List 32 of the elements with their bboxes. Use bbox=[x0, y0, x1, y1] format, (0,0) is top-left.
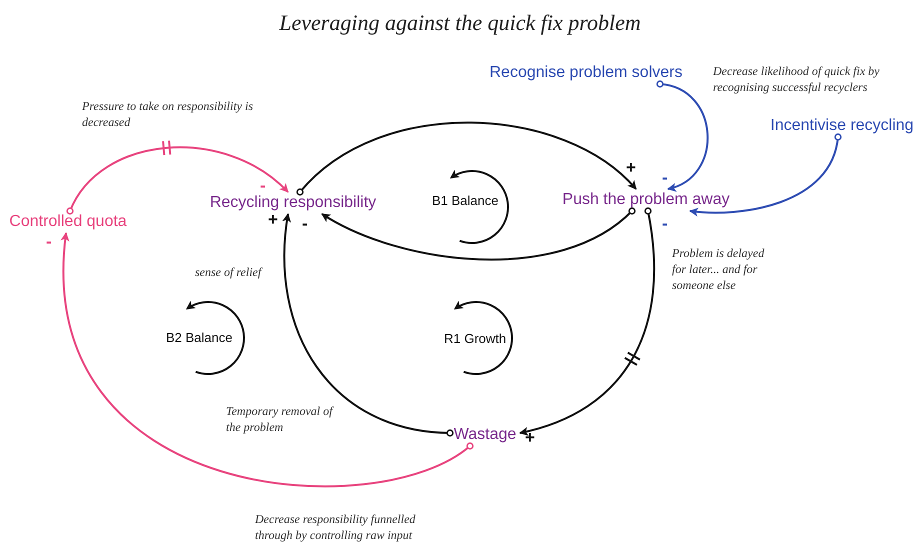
causal-link-arrow bbox=[321, 207, 636, 260]
annotation-note: Temporary removal of the problem bbox=[226, 403, 335, 435]
variable-label: Wastage bbox=[450, 424, 520, 446]
causal-link-arrow bbox=[61, 232, 474, 488]
polarity-sign: - bbox=[260, 178, 266, 194]
diagram-title: Leveraging against the quick fix problem bbox=[279, 9, 641, 37]
causal-link-arrow bbox=[519, 207, 656, 436]
loop-label: B1 Balance bbox=[432, 193, 498, 209]
variable-label: Recognise problem solvers bbox=[486, 62, 686, 84]
polarity-sign: - bbox=[302, 216, 308, 232]
variable-label: Recycling responsibility bbox=[203, 192, 383, 214]
annotation-note: Decrease responsibility funnelled through by controlling raw input bbox=[255, 511, 416, 543]
causal-link-arrow bbox=[66, 146, 289, 215]
causal-link-arrow bbox=[282, 213, 454, 437]
annotation-note: Decrease likelihood of quick fix by recognising successful recyclers bbox=[713, 63, 880, 95]
causal-link-arrow bbox=[296, 122, 637, 196]
polarity-sign: - bbox=[46, 234, 52, 250]
variable-label: Controlled quota bbox=[4, 211, 132, 233]
polarity-sign: + bbox=[525, 430, 535, 446]
annotation-note: sense of relief bbox=[195, 264, 264, 280]
annotation-note: Problem is delayed for later... and for someone else bbox=[672, 245, 766, 293]
polarity-sign: + bbox=[626, 160, 636, 176]
variable-label: Push the problem away bbox=[556, 189, 736, 211]
causal-link-arrow bbox=[689, 133, 842, 216]
loop-label: B2 Balance bbox=[166, 330, 232, 346]
loop-label: R1 Growth bbox=[444, 331, 506, 347]
annotation-note: Pressure to take on responsibility is decreased bbox=[82, 98, 254, 130]
polarity-sign: + bbox=[268, 212, 278, 228]
polarity-sign: - bbox=[662, 216, 668, 232]
causal-link-arrow bbox=[656, 80, 708, 191]
polarity-sign: - bbox=[662, 170, 668, 186]
variable-label: Incentivise recycling bbox=[766, 115, 918, 137]
